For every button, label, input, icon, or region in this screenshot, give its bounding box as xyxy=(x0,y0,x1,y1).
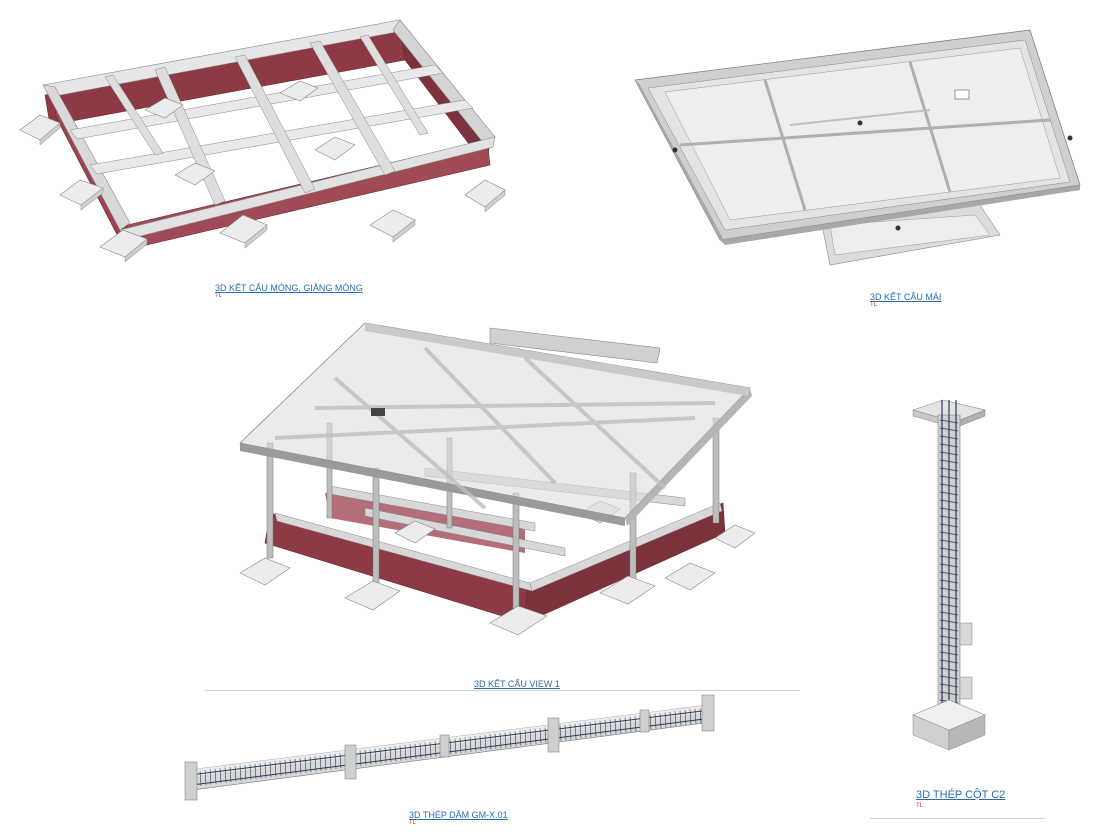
foundation-drawing xyxy=(19,19,506,263)
structure-caption[interactable]: 3D KẾT CẤU VIEW 1 xyxy=(474,679,560,689)
structure-drawing xyxy=(239,322,756,636)
column-caption-rule xyxy=(870,818,1045,819)
beam-rebar-caption[interactable]: 3D THÉP DẦM GM-X.01 xyxy=(409,810,508,820)
roof-view[interactable] xyxy=(630,29,1110,270)
beam-rebar-scale: TL xyxy=(409,820,417,826)
column-rebar-view[interactable] xyxy=(905,395,995,755)
structure-caption-rule xyxy=(205,690,800,691)
foundation-caption[interactable]: 3D KẾT CẤU MÓNG, GIẰNG MÓNG xyxy=(215,283,363,293)
roof-drawing xyxy=(634,29,1081,266)
structure-view[interactable] xyxy=(235,318,760,658)
foundation-view[interactable] xyxy=(15,15,506,265)
roof-caption[interactable]: 3D KẾT CẤU MÁI xyxy=(870,292,942,302)
foundation-scale: TL xyxy=(215,293,223,299)
column-rebar-drawing xyxy=(911,399,986,751)
column-rebar-scale: TL xyxy=(916,803,924,809)
beam-rebar-view[interactable] xyxy=(180,690,720,810)
roof-scale: TL xyxy=(870,302,878,308)
beam-rebar-drawing xyxy=(184,694,715,801)
column-rebar-caption[interactable]: 3D THÉP CỘT C2 xyxy=(916,789,1006,801)
